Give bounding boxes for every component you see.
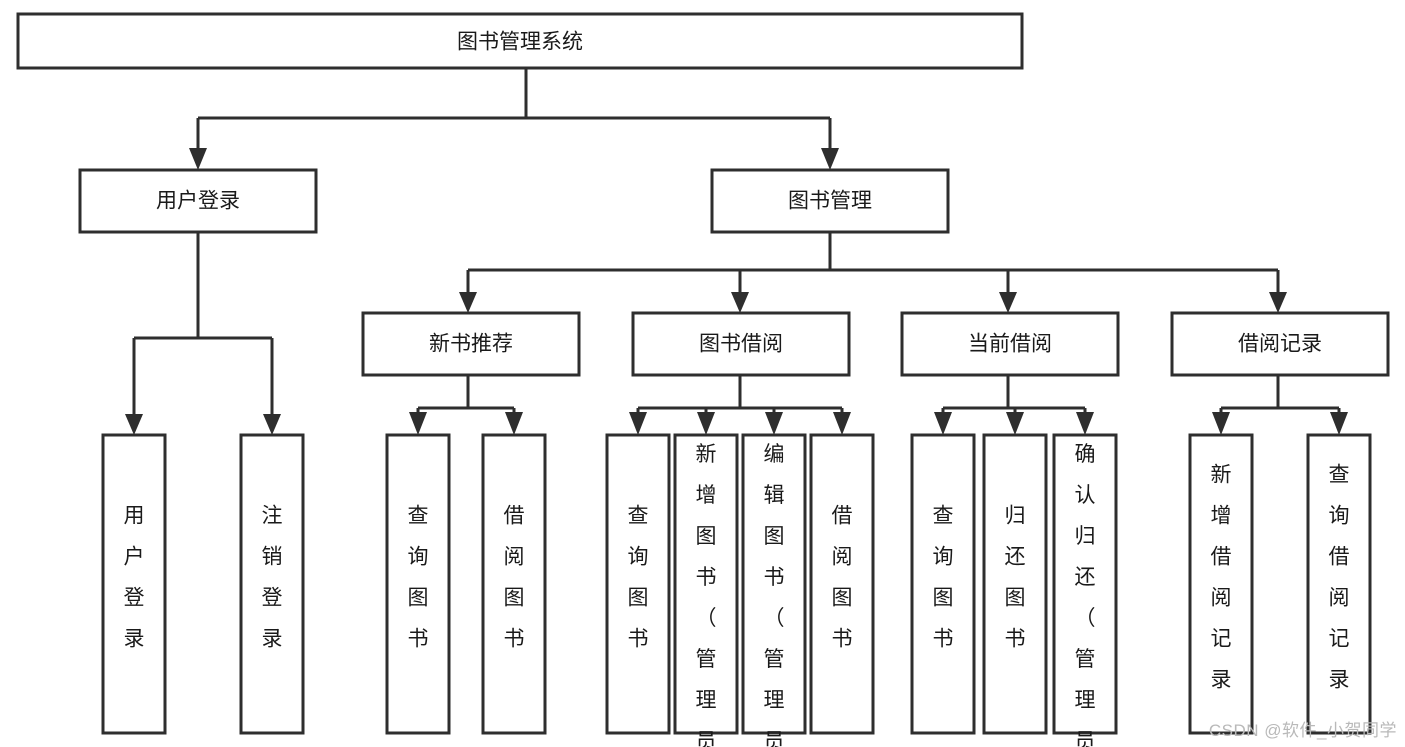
node-user-login-label: 用户登录 — [156, 190, 240, 213]
leaf-box-leaf-logout[interactable] — [239, 433, 305, 735]
node-book-borrow[interactable]: 图书借阅 — [631, 311, 851, 377]
leaf-node-leaf-logout[interactable]: 注销登录 — [239, 433, 305, 735]
node-current-borrow-label: 当前借阅 — [968, 333, 1052, 356]
leaf-node-leaf-query-book-1[interactable]: 查询图书 — [385, 433, 451, 735]
leaf-label-leaf-borrow-book-1: 借阅图书 — [504, 505, 525, 651]
leaf-box-leaf-query-record[interactable] — [1306, 433, 1372, 735]
leaf-node-leaf-add-book[interactable]: 新增图书（管理员） — [673, 433, 739, 747]
node-new-book-recommend-label: 新书推荐 — [429, 333, 513, 356]
leaf-label-leaf-return-book: 归还图书 — [1005, 505, 1026, 651]
leaf-box-leaf-query-book-1[interactable] — [385, 433, 451, 735]
arrow-currentborrow-leaf-3 — [1076, 412, 1094, 435]
leaf-node-leaf-borrow-book-1[interactable]: 借阅图书 — [481, 433, 547, 735]
node-book-borrow-box[interactable] — [631, 311, 851, 377]
leaf-node-layer: 用户登录 注销登录 查询图书 借阅图书 查询图书 新增图书（管理员） 编辑图书（管理员） 借阅… — [101, 433, 1372, 747]
arrow-userlogin-leaf-2 — [263, 414, 281, 435]
leaf-box-leaf-add-book[interactable] — [673, 433, 739, 735]
node-root-label: 图书管理系统 — [457, 31, 583, 54]
leaf-label-leaf-query-book-1: 查询图书 — [408, 505, 429, 651]
node-book-manage[interactable]: 图书管理 — [710, 168, 950, 234]
leaf-label-leaf-query-record: 查询借阅记录 — [1329, 464, 1350, 692]
node-user-login[interactable]: 用户登录 — [78, 168, 318, 234]
leaf-box-leaf-user-login[interactable] — [101, 433, 167, 735]
leaf-label-leaf-edit-book: 编辑图书（管理员） — [764, 443, 785, 747]
leaf-node-leaf-confirm-return[interactable]: 确认归还（管理员） — [1052, 433, 1118, 747]
leaf-node-leaf-query-book-3[interactable]: 查询图书 — [910, 433, 976, 735]
leaf-label-leaf-logout: 注销登录 — [262, 505, 283, 651]
leaf-box-leaf-edit-book[interactable] — [741, 433, 807, 735]
leaf-node-leaf-query-record[interactable]: 查询借阅记录 — [1306, 433, 1372, 735]
arrow-to-book-borrow — [731, 292, 749, 313]
arrow-to-borrow-record — [1269, 292, 1287, 313]
leaf-node-leaf-borrow-book-2[interactable]: 借阅图书 — [809, 433, 875, 735]
arrow-borrowrecord-leaf-1 — [1212, 412, 1230, 435]
leaf-label-leaf-query-book-2: 查询图书 — [628, 505, 649, 651]
node-borrow-record-box[interactable] — [1170, 311, 1390, 377]
leaf-node-leaf-user-login[interactable]: 用户登录 — [101, 433, 167, 735]
leaf-box-leaf-borrow-book-1[interactable] — [481, 433, 547, 735]
node-root[interactable]: 图书管理系统 — [16, 12, 1024, 70]
arrow-newbook-leaf-1 — [409, 412, 427, 435]
leaf-box-leaf-return-book[interactable] — [982, 433, 1048, 735]
arrow-bookborrow-leaf-1 — [629, 412, 647, 435]
arrow-newbook-leaf-2 — [505, 412, 523, 435]
node-root-box[interactable] — [16, 12, 1024, 70]
node-current-borrow[interactable]: 当前借阅 — [900, 311, 1120, 377]
arrow-to-current-borrow — [999, 292, 1017, 313]
leaf-label-leaf-query-book-3: 查询图书 — [933, 505, 954, 651]
leaf-label-leaf-borrow-book-2: 借阅图书 — [832, 505, 853, 651]
leaf-box-leaf-query-book-2[interactable] — [605, 433, 671, 735]
node-book-manage-box[interactable] — [710, 168, 950, 234]
leaf-label-leaf-confirm-return: 确认归还（管理员） — [1075, 443, 1096, 747]
leaf-label-leaf-add-book: 新增图书（管理员） — [696, 443, 717, 747]
arrow-bookborrow-leaf-2 — [697, 412, 715, 435]
arrow-bookborrow-leaf-4 — [833, 412, 851, 435]
arrow-currentborrow-leaf-1 — [934, 412, 952, 435]
arrow-bookborrow-leaf-3 — [765, 412, 783, 435]
node-user-login-box[interactable] — [78, 168, 318, 234]
node-new-book-recommend[interactable]: 新书推荐 — [361, 311, 581, 377]
connector-edges — [125, 68, 1348, 435]
leaf-node-leaf-query-book-2[interactable]: 查询图书 — [605, 433, 671, 735]
leaf-label-leaf-user-login: 用户登录 — [124, 505, 145, 651]
node-book-manage-label: 图书管理 — [788, 190, 872, 213]
arrow-root-to-user-login — [189, 148, 207, 170]
node-current-borrow-box[interactable] — [900, 311, 1120, 377]
arrow-root-to-book-manage — [821, 148, 839, 170]
leaf-box-leaf-query-book-3[interactable] — [910, 433, 976, 735]
leaf-node-leaf-add-record[interactable]: 新增借阅记录 — [1188, 433, 1254, 735]
leaf-node-leaf-edit-book[interactable]: 编辑图书（管理员） — [741, 433, 807, 747]
node-borrow-record[interactable]: 借阅记录 — [1170, 311, 1390, 377]
leaf-label-leaf-add-record: 新增借阅记录 — [1211, 464, 1232, 692]
arrow-userlogin-leaf-1 — [125, 414, 143, 435]
leaf-box-leaf-confirm-return[interactable] — [1052, 433, 1118, 735]
arrow-borrowrecord-leaf-2 — [1330, 412, 1348, 435]
arrow-currentborrow-leaf-2 — [1006, 412, 1024, 435]
leaf-node-leaf-return-book[interactable]: 归还图书 — [982, 433, 1048, 735]
arrow-to-new-book-recommend — [459, 292, 477, 313]
node-book-borrow-label: 图书借阅 — [699, 333, 783, 356]
leaf-box-leaf-add-record[interactable] — [1188, 433, 1254, 735]
node-borrow-record-label: 借阅记录 — [1238, 333, 1322, 356]
node-new-book-recommend-box[interactable] — [361, 311, 581, 377]
leaf-box-leaf-borrow-book-2[interactable] — [809, 433, 875, 735]
